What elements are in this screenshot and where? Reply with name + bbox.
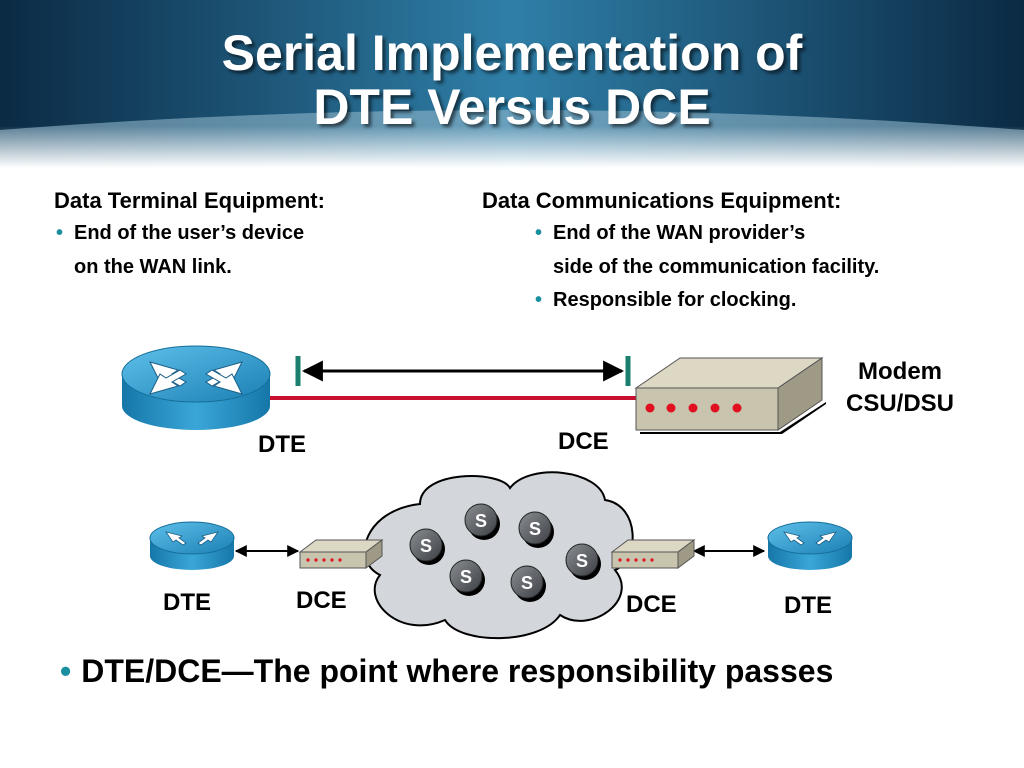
summary-bullet-text: DTE/DCE—The point where responsibility p… bbox=[81, 653, 834, 689]
dte-bullet-line-2: on the WAN link. bbox=[74, 256, 232, 278]
switch-label: S bbox=[420, 536, 432, 556]
dce-modem-label: DCE bbox=[558, 428, 609, 455]
dce-heading: Data Communications Equipment: bbox=[482, 188, 842, 213]
switch-label: S bbox=[475, 511, 487, 531]
switch-icon: S bbox=[510, 565, 546, 602]
title-banner bbox=[0, 0, 1024, 168]
right-dce-label: DCE bbox=[626, 591, 677, 618]
switch-icon: S bbox=[518, 511, 554, 548]
modem-icon bbox=[610, 539, 696, 569]
dce-bullet-1-line-2: side of the communication facility. bbox=[553, 256, 880, 278]
bullet-dot: • bbox=[56, 222, 64, 244]
summary-bullet: •DTE/DCE—The point where responsibility … bbox=[60, 653, 833, 690]
bullet-dot: • bbox=[60, 653, 72, 689]
modem-name-line-2: CSU/DSU bbox=[845, 390, 954, 417]
switch-label: S bbox=[521, 573, 533, 593]
dce-bullet-1-line-1: End of the WAN provider’s bbox=[553, 222, 806, 244]
dte-heading: Data Terminal Equipment: bbox=[54, 188, 325, 213]
dte-bullet-line-1: End of the user’s device bbox=[74, 222, 305, 244]
title-line-1: Serial Implementation of bbox=[221, 25, 803, 81]
dte-router-label: DTE bbox=[258, 431, 306, 458]
right-dte-label: DTE bbox=[784, 592, 832, 619]
router-icon bbox=[149, 521, 235, 570]
wan-switches: S S S S S S bbox=[409, 503, 601, 602]
switch-label: S bbox=[460, 567, 472, 587]
modem-icon bbox=[634, 357, 826, 434]
cloud-icon bbox=[363, 471, 634, 640]
router-icon bbox=[121, 345, 271, 430]
slide-title: Serial Implementation of DTE Versus DCE bbox=[0, 26, 1024, 134]
modem-name: Modem CSU/DSU bbox=[830, 356, 970, 420]
modem-name-line-1: Modem bbox=[858, 358, 942, 385]
dce-bullet-2: Responsible for clocking. bbox=[553, 289, 797, 311]
switch-icon: S bbox=[565, 543, 601, 580]
switch-label: S bbox=[576, 551, 588, 571]
left-dce-label: DCE bbox=[296, 587, 347, 614]
bullet-dot: • bbox=[535, 289, 543, 311]
switch-label: S bbox=[529, 519, 541, 539]
modem-icon bbox=[298, 539, 384, 569]
router-icon bbox=[767, 521, 853, 570]
bullet-dot: • bbox=[535, 222, 543, 244]
double-arrow-icon bbox=[295, 356, 631, 386]
left-dte-label: DTE bbox=[163, 589, 211, 616]
switch-icon: S bbox=[464, 503, 500, 540]
title-line-2: DTE Versus DCE bbox=[313, 79, 711, 135]
switch-icon: S bbox=[409, 528, 445, 565]
switch-icon: S bbox=[449, 559, 485, 596]
